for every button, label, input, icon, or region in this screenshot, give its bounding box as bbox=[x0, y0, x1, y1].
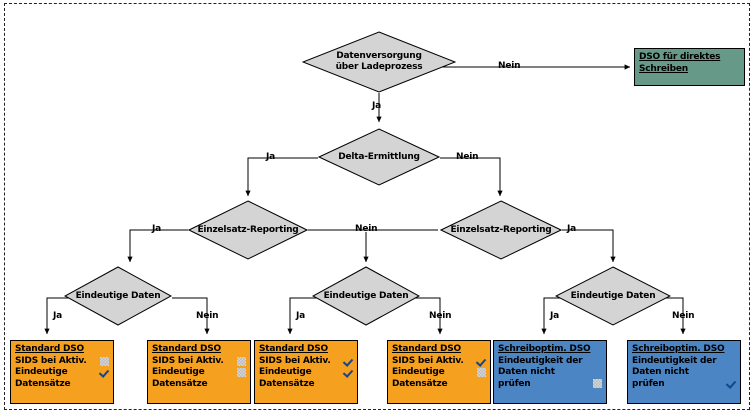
decision-eindeutige-daten-left[interactable]: Eindeutige Daten bbox=[64, 266, 172, 326]
result-title: Schreiboptim. DSO bbox=[498, 344, 591, 354]
decision-einzelsatz-reporting-left[interactable]: Einzelsatz-Reporting bbox=[188, 200, 308, 260]
result-option[interactable]: Eindeutige Datensätze bbox=[392, 367, 486, 390]
decision-label: Eindeutige Daten bbox=[323, 290, 409, 301]
decision-label: Eindeutige Daten bbox=[570, 290, 656, 301]
result-title: Schreiboptim. DSO bbox=[632, 344, 725, 354]
result-title: Standard DSO bbox=[392, 344, 461, 354]
result-option[interactable]: Eindeutigkeit der Daten nicht prüfen bbox=[498, 356, 602, 391]
edge-label-start-ja: Ja bbox=[372, 101, 382, 111]
diamond-shape bbox=[440, 200, 562, 260]
edge-label-sr-middle-nein: Nein bbox=[355, 224, 378, 234]
result-box-1[interactable]: Standard DSO SIDS bei Aktiv. Eindeutige … bbox=[10, 340, 114, 404]
result-option-label: Eindeutige Datensätze bbox=[152, 367, 208, 389]
edge-label-unique-left-nein: Nein bbox=[196, 311, 219, 321]
decision-delta-ermittlung[interactable]: Delta-Ermittlung bbox=[318, 128, 440, 186]
checkbox-checked-icon[interactable] bbox=[344, 368, 353, 377]
result-box-5[interactable]: Schreiboptim. DSO Eindeutigkeit der Date… bbox=[493, 340, 607, 404]
result-option[interactable]: SIDS bei Aktiv. bbox=[152, 356, 246, 368]
result-title: Standard DSO bbox=[15, 344, 84, 354]
checkbox-checked-icon[interactable] bbox=[100, 368, 109, 377]
result-option-label: SIDS bei Aktiv. bbox=[15, 355, 87, 366]
edge-label-unique-right-ja: Ja bbox=[550, 311, 560, 321]
decision-label: Einzelsatz-Reporting bbox=[450, 224, 552, 235]
checkbox-unchecked-icon[interactable] bbox=[237, 356, 246, 366]
edge-label-unique-middle-ja: Ja bbox=[296, 311, 306, 321]
checkbox-checked-icon[interactable] bbox=[477, 357, 486, 366]
result-option-label: Eindeutige Datensätze bbox=[392, 367, 448, 389]
result-option-label: Eindeutigkeit der Daten nicht prüfen bbox=[498, 355, 583, 389]
result-title: Standard DSO bbox=[152, 344, 221, 354]
diamond-shape bbox=[188, 200, 308, 260]
result-box-2[interactable]: Standard DSO SIDS bei Aktiv. Eindeutige … bbox=[147, 340, 251, 404]
checkbox-checked-icon[interactable] bbox=[344, 357, 353, 366]
terminal-title: DSO für direktes Schreiben bbox=[639, 52, 721, 74]
checkbox-unchecked-icon[interactable] bbox=[237, 368, 246, 377]
checkbox-unchecked-icon[interactable] bbox=[593, 379, 602, 388]
diamond-shape bbox=[64, 266, 172, 326]
decision-eindeutige-daten-right[interactable]: Eindeutige Daten bbox=[555, 266, 671, 326]
result-option[interactable]: Eindeutigkeit der Daten nicht prüfen bbox=[632, 356, 736, 391]
decision-label: Datenversorgung über Ladeprozess bbox=[335, 51, 423, 72]
edge-label-start-nein: Nein bbox=[498, 61, 521, 71]
result-option-label: SIDS bei Aktiv. bbox=[392, 355, 464, 366]
checkbox-checked-icon[interactable] bbox=[727, 379, 736, 388]
result-option[interactable]: Eindeutige Datensätze bbox=[15, 367, 109, 390]
result-option[interactable]: Eindeutige Datensätze bbox=[259, 367, 353, 390]
diamond-shape bbox=[302, 31, 456, 93]
decision-label: Delta-Ermittlung bbox=[338, 151, 420, 162]
edge-label-unique-middle-nein: Nein bbox=[429, 311, 452, 321]
checkbox-unchecked-icon[interactable] bbox=[477, 368, 486, 377]
decision-datenversorgung[interactable]: Datenversorgung über Ladeprozess bbox=[302, 31, 456, 93]
result-box-3[interactable]: Standard DSO SIDS bei Aktiv. Eindeutige … bbox=[254, 340, 358, 404]
decision-label: Einzelsatz-Reporting bbox=[197, 224, 299, 235]
diamond-shape bbox=[555, 266, 671, 326]
result-option-label: Eindeutige Datensätze bbox=[15, 367, 71, 389]
edge-label-unique-left-ja: Ja bbox=[53, 311, 63, 321]
result-option-label: SIDS bei Aktiv. bbox=[152, 355, 224, 366]
result-option[interactable]: SIDS bei Aktiv. bbox=[259, 356, 353, 368]
result-option-label: SIDS bei Aktiv. bbox=[259, 355, 331, 366]
edge-label-delta-ja: Ja bbox=[266, 152, 276, 162]
result-box-4[interactable]: Standard DSO SIDS bei Aktiv. Eindeutige … bbox=[387, 340, 491, 404]
edge-label-sr-left-ja: Ja bbox=[152, 224, 162, 234]
result-option[interactable]: SIDS bei Aktiv. bbox=[392, 356, 486, 368]
decision-einzelsatz-reporting-right[interactable]: Einzelsatz-Reporting bbox=[440, 200, 562, 260]
result-option-label: Eindeutigkeit der Daten nicht prüfen bbox=[632, 355, 717, 389]
result-option[interactable]: Eindeutige Datensätze bbox=[152, 367, 246, 390]
checkbox-unchecked-icon[interactable] bbox=[100, 356, 109, 366]
terminal-dso-direktes-schreiben[interactable]: DSO für direktes Schreiben bbox=[634, 48, 745, 86]
edge-label-unique-right-nein: Nein bbox=[672, 311, 695, 321]
result-title: Standard DSO bbox=[259, 344, 328, 354]
edge-label-sr-right-ja: Ja bbox=[567, 224, 577, 234]
edge-label-delta-nein: Nein bbox=[456, 152, 479, 162]
diamond-shape bbox=[318, 128, 440, 186]
result-box-6[interactable]: Schreiboptim. DSO Eindeutigkeit der Date… bbox=[627, 340, 741, 404]
decision-eindeutige-daten-middle[interactable]: Eindeutige Daten bbox=[312, 266, 420, 326]
diamond-shape bbox=[312, 266, 420, 326]
result-option-label: Eindeutige Datensätze bbox=[259, 367, 315, 389]
result-option[interactable]: SIDS bei Aktiv. bbox=[15, 356, 109, 368]
decision-label: Eindeutige Daten bbox=[75, 290, 161, 301]
